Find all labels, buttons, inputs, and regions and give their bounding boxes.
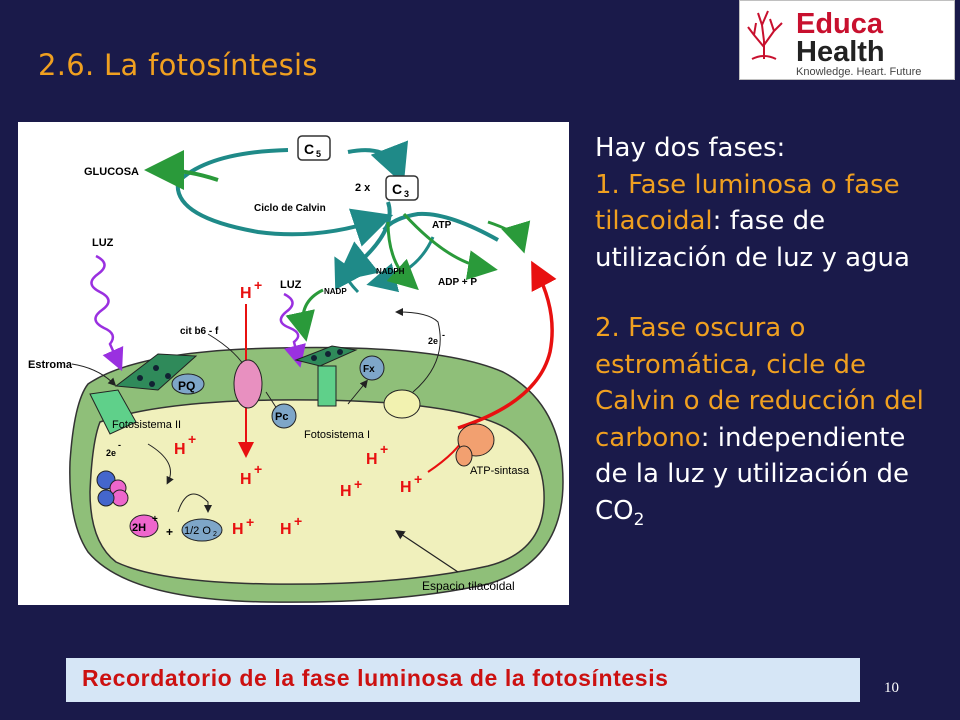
h-ion-label: H — [280, 521, 292, 538]
pq-label: PQ — [178, 379, 195, 393]
svg-text:+: + — [246, 514, 254, 530]
h-plus-top: H — [240, 285, 252, 302]
intro-text: Hay dos fases: — [595, 133, 786, 163]
two-h-label: 2H — [132, 522, 146, 534]
svg-text:+: + — [354, 476, 362, 492]
phase1-title: 1. Fase luminosa o fase tilacoidal — [595, 169, 900, 237]
h-ion-label: H — [174, 441, 186, 458]
light-wave-left — [90, 254, 124, 372]
adp-p-label: ADP + P — [438, 277, 477, 288]
reminder-banner: Recordatorio de la fase luminosa de la f… — [66, 658, 860, 702]
h-ion-label: H — [340, 483, 352, 500]
two-x-label: 2 x — [355, 182, 371, 194]
half-o2-label: 1/2 O — [184, 525, 211, 537]
phase2-desc: : independiente de la luz y utilización … — [595, 422, 910, 526]
phase1-desc: : fase de utilización de luz y agua — [595, 206, 910, 273]
cit-b6f-label: cit b6 - f — [180, 326, 219, 337]
svg-text:+: + — [254, 461, 262, 477]
phase1-paragraph: 1. Fase luminosa o fase tilacoidal: fase… — [595, 167, 945, 277]
fx-circle — [359, 355, 385, 381]
h-ion-label: H — [232, 521, 244, 538]
h-ion-label: H — [400, 479, 412, 496]
nadph-label: NADPH — [376, 267, 405, 276]
logo-tagline: Knowledge. Heart. Future — [796, 66, 921, 78]
c5-sub: 5 — [316, 149, 321, 159]
fotosistema-i-label: Fotosistema I — [304, 429, 370, 441]
c3-box — [385, 175, 419, 201]
slide-title: 2.6. La fotosíntesis — [38, 48, 318, 82]
glucosa-label: GLUCOSA — [84, 166, 139, 178]
c3-sub: 3 — [404, 189, 409, 199]
pc-circle — [271, 403, 297, 429]
plus-label: + — [166, 525, 173, 539]
c3-label: C — [392, 181, 402, 197]
two-e-right-label: 2e — [428, 336, 438, 346]
fx-label: Fx — [363, 364, 375, 375]
atp-synthase-arrow — [457, 260, 557, 430]
two-h-ellipse — [129, 514, 159, 538]
espacio-tilacoidal-label: Espacio tilacoidal — [422, 579, 515, 593]
svg-text:+: + — [152, 514, 158, 525]
h-plus-top-sign: + — [254, 277, 262, 293]
cit-b6f-ellipse — [233, 359, 263, 409]
calvin-cycle-arrow — [175, 148, 394, 247]
light-wave-mid — [279, 292, 306, 368]
ferredoxin-ellipse — [383, 389, 421, 419]
svg-text:+: + — [414, 471, 422, 487]
photosynthesis-diagram: C 5 C 3 2 x GLUCOSA Ciclo de Calvin ATP … — [18, 122, 569, 605]
fotosistema-ii-label: Fotosistema II — [112, 419, 181, 431]
svg-text:+: + — [294, 513, 302, 529]
h-ion-label: H — [240, 471, 252, 488]
svg-text:2: 2 — [213, 531, 217, 538]
estroma-label: Estroma — [28, 359, 73, 371]
stroma-complex-left — [114, 353, 198, 391]
atp-sintasa-label: ATP-sintasa — [470, 465, 530, 477]
svg-text:-: - — [118, 440, 121, 450]
nadp-label: NADP — [324, 287, 347, 296]
ciclo-calvin-label: Ciclo de Calvin — [254, 203, 326, 214]
photosystem-ii-shape — [89, 389, 137, 435]
half-o2-ellipse — [181, 518, 223, 542]
page-number: 10 — [884, 680, 899, 696]
glucose-arrow — [144, 150, 219, 191]
luz-mid-label: LUZ — [280, 279, 302, 291]
educa-health-logo: Educa Health Knowledge. Heart. Future — [739, 0, 955, 80]
luz-left-label: LUZ — [92, 237, 114, 249]
svg-text:-: - — [442, 330, 445, 340]
atp-label: ATP — [432, 220, 452, 231]
phase2-title: 2. Fase oscura o estromática, cicle de C… — [595, 313, 924, 453]
pq-ellipse — [171, 373, 205, 395]
logo-line2: Health — [796, 36, 885, 68]
phase2-paragraph: 2. Fase oscura o estromática, cicle de C… — [595, 310, 945, 538]
two-e-left-label: 2e — [106, 448, 116, 458]
explanation-text: Hay dos fases: 1. Fase luminosa o fase t… — [595, 130, 945, 538]
tree-logo-icon — [747, 10, 783, 60]
svg-text:+: + — [380, 441, 388, 457]
photosystem-i-shape — [317, 365, 337, 407]
h-ion-label: H — [366, 451, 378, 468]
svg-text:+: + — [188, 431, 196, 447]
c5-box — [297, 135, 331, 161]
c5-label: C — [304, 141, 314, 157]
logo-line1: Educa — [796, 8, 884, 40]
co2-subscript: 2 — [633, 509, 645, 530]
pc-label: Pc — [275, 411, 288, 423]
